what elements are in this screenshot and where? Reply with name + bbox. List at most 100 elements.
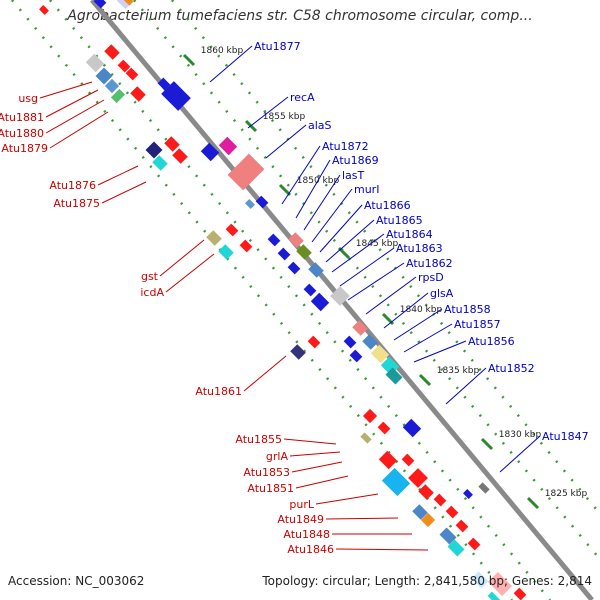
gene-label-usg[interactable]: usg — [18, 92, 38, 105]
gene-feature — [412, 504, 428, 520]
gene-label-rpsd[interactable]: rpsD — [418, 271, 444, 284]
gene-label-atu1866[interactable]: Atu1866 — [364, 199, 411, 212]
gene-label-muri[interactable]: murI — [354, 183, 379, 196]
gene-feature — [402, 418, 422, 438]
leader-line — [331, 233, 385, 273]
leader-line — [243, 355, 287, 392]
gene-feature — [447, 539, 465, 557]
gene-label-atu1876[interactable]: Atu1876 — [49, 179, 96, 192]
gene-label-atu1848[interactable]: Atu1848 — [283, 528, 330, 541]
track-guide — [133, 0, 600, 562]
gene-label-atu1846[interactable]: Atu1846 — [287, 543, 334, 556]
gene-label-atu1855[interactable]: Atu1855 — [235, 433, 282, 446]
leader-line — [315, 493, 379, 505]
gene-feature — [445, 505, 459, 519]
gene-label-atu1880[interactable]: Atu1880 — [0, 127, 44, 140]
ruler-tick-label: 1830 kbp — [499, 430, 542, 440]
gene-label-atu1877[interactable]: Atu1877 — [254, 40, 301, 53]
gene-feature — [330, 286, 350, 306]
gene-label-atu1862[interactable]: Atu1862 — [406, 257, 453, 270]
gene-feature — [39, 5, 49, 15]
leader-line — [325, 219, 375, 263]
gene-feature — [172, 148, 188, 164]
gene-feature — [161, 81, 191, 111]
gene-feature — [225, 223, 239, 237]
gene-label-atu1872[interactable]: Atu1872 — [322, 140, 369, 153]
gene-feature — [104, 44, 120, 60]
leader-line — [283, 438, 337, 445]
gene-feature — [200, 142, 220, 162]
gene-feature — [157, 77, 171, 91]
ruler-tick — [278, 183, 292, 197]
gene-label-reca[interactable]: recA — [290, 91, 315, 104]
gene-feature — [116, 0, 132, 10]
gene-feature — [245, 199, 255, 209]
gene-feature — [370, 344, 390, 364]
gene-label-atu1847[interactable]: Atu1847 — [542, 430, 589, 443]
gene-label-atu1857[interactable]: Atu1857 — [454, 318, 501, 331]
leader-line — [281, 145, 321, 205]
leader-line — [383, 292, 429, 329]
gene-feature — [308, 262, 324, 278]
leader-line — [247, 96, 289, 129]
gene-label-atu1849[interactable]: Atu1849 — [277, 513, 324, 526]
gene-label-atu1858[interactable]: Atu1858 — [444, 303, 491, 316]
gene-feature — [455, 519, 469, 533]
gene-feature — [122, 0, 134, 6]
gene-feature — [93, 0, 107, 9]
gene-label-purl[interactable]: purL — [289, 498, 314, 511]
gene-label-atu1861[interactable]: Atu1861 — [195, 385, 242, 398]
gene-label-atu1864[interactable]: Atu1864 — [386, 228, 433, 241]
leader-line — [165, 253, 215, 293]
leader-line — [209, 45, 253, 83]
gene-label-atu1852[interactable]: Atu1852 — [488, 362, 535, 375]
gene-feature — [401, 453, 415, 467]
gene-feature — [287, 261, 301, 275]
leader-line — [265, 124, 307, 159]
leader-line — [159, 239, 205, 277]
ruler-tick — [418, 373, 432, 387]
leader-line — [499, 435, 541, 473]
leader-line — [319, 204, 363, 253]
ruler-tick-label: 1840 kbp — [400, 305, 443, 315]
track-guide — [11, 0, 513, 600]
gene-feature — [296, 244, 312, 260]
gene-label-icda[interactable]: icdA — [140, 286, 164, 299]
gene-feature — [433, 493, 447, 507]
gene-label-gst[interactable]: gst — [141, 270, 159, 283]
gene-feature — [117, 59, 131, 73]
leader-line — [291, 461, 343, 473]
ruler-tick-label: 1835 kbp — [437, 366, 480, 376]
gene-feature — [290, 344, 306, 360]
leader-line — [295, 475, 349, 489]
gene-feature — [463, 489, 473, 499]
gene-label-atu1879[interactable]: Atu1879 — [1, 142, 48, 155]
gene-feature — [487, 591, 501, 600]
gene-feature — [471, 571, 489, 589]
gene-label-grla[interactable]: grlA — [266, 450, 289, 463]
gene-label-atu1881[interactable]: Atu1881 — [0, 111, 44, 124]
gene-label-atu1875[interactable]: Atu1875 — [53, 197, 100, 210]
gene-label-alas[interactable]: alaS — [308, 119, 332, 132]
gene-label-last[interactable]: lasT — [342, 169, 365, 182]
gene-label-atu1856[interactable]: Atu1856 — [468, 335, 515, 348]
map-title: Agrobacterium tumefaciens str. C58 chrom… — [67, 8, 533, 24]
gene-label-atu1865[interactable]: Atu1865 — [376, 214, 423, 227]
gene-label-atu1863[interactable]: Atu1863 — [396, 242, 443, 255]
gene-label-glsa[interactable]: glsA — [430, 287, 454, 300]
gene-feature — [218, 136, 238, 156]
gene-feature — [378, 450, 398, 470]
gene-feature — [110, 88, 126, 104]
gene-feature — [478, 482, 490, 494]
gene-feature — [152, 155, 168, 171]
gene-label-atu1869[interactable]: Atu1869 — [332, 154, 379, 167]
genome-summary-text: Topology: circular; Length: 2,841,580 bp… — [262, 574, 592, 588]
gene-feature — [218, 244, 234, 260]
gene-label-atu1851[interactable]: Atu1851 — [247, 482, 294, 495]
gene-feature — [255, 195, 269, 209]
leader-line — [39, 81, 93, 99]
gene-label-atu1853[interactable]: Atu1853 — [243, 466, 290, 479]
gene-feature — [377, 421, 391, 435]
leader-line — [325, 517, 399, 520]
